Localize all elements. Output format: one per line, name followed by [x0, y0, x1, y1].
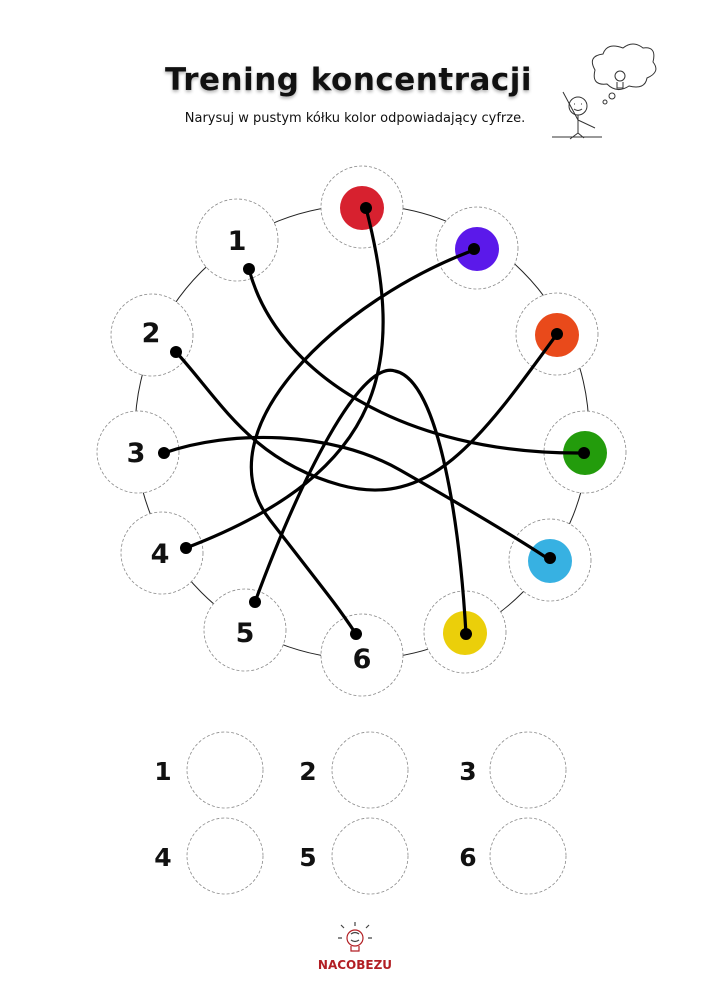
number-holder-circle — [203, 588, 287, 672]
line-endpoint-dot — [243, 263, 255, 275]
line-endpoint-dot — [249, 596, 261, 608]
ring-guide — [134, 204, 590, 660]
answer-color-circle[interactable] — [186, 817, 264, 895]
answer-label: 5 — [299, 843, 316, 872]
answer-label: 1 — [154, 757, 171, 786]
answer-color-circle[interactable] — [331, 731, 409, 809]
number-holder-circle — [320, 613, 404, 697]
number-label: 6 — [353, 644, 372, 675]
line-endpoint-dot — [578, 447, 590, 459]
number-label: 3 — [127, 438, 146, 469]
number-holder-circle — [96, 410, 180, 494]
line-endpoint-dot — [180, 542, 192, 554]
answer-label: 2 — [299, 757, 316, 786]
line-endpoint-dot — [360, 202, 372, 214]
number-label: 4 — [151, 539, 170, 570]
answer-color-circle[interactable] — [186, 731, 264, 809]
line-red-4 — [184, 206, 385, 550]
page-title: Trening koncentracji — [164, 62, 533, 98]
line-endpoint-dot — [544, 552, 556, 564]
number-label: 2 — [142, 318, 161, 349]
answer-label: 3 — [459, 757, 476, 786]
line-1-green — [247, 267, 586, 455]
number-label: 1 — [228, 226, 247, 257]
line-endpoint-dot — [460, 628, 472, 640]
line-endpoint-dot — [468, 243, 480, 255]
line-purple-6 — [249, 248, 476, 636]
answer-color-circle[interactable] — [331, 817, 409, 895]
line-endpoint-dot — [350, 628, 362, 640]
line-endpoint-dot — [170, 346, 182, 358]
line-orange-2 — [174, 332, 559, 492]
line-3-blue — [162, 435, 552, 562]
answer-label: 4 — [154, 843, 171, 872]
line-endpoint-dot — [158, 447, 170, 459]
number-holder-circle — [195, 198, 279, 282]
number-label: 5 — [236, 618, 255, 649]
thinking-stickman-illustration — [552, 43, 657, 140]
line-5-yellow — [253, 368, 468, 636]
nacobezu-logo-icon — [338, 922, 372, 952]
number-holder-circle — [120, 511, 204, 595]
answer-color-circle[interactable] — [489, 817, 567, 895]
instruction-text: Narysuj w pustym kółku kolor odpowiadają… — [184, 111, 526, 126]
answer-label: 6 — [459, 843, 476, 872]
answer-color-circle[interactable] — [489, 731, 567, 809]
line-endpoint-dot — [551, 328, 563, 340]
brand-name: NACOBEZU — [317, 958, 393, 972]
